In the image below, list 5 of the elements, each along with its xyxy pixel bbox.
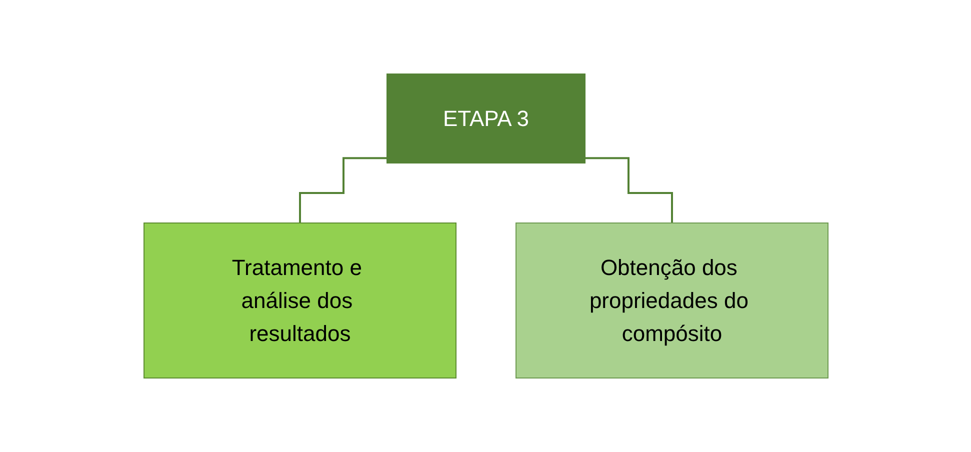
connector [584, 157, 672, 224]
connector [298, 157, 386, 224]
node-box: ETAPA 3 [386, 74, 585, 164]
node-box: Tratamento e análise dos resultados [143, 222, 456, 378]
node-box: Obtenção dos propriedades do compósito [515, 222, 828, 378]
